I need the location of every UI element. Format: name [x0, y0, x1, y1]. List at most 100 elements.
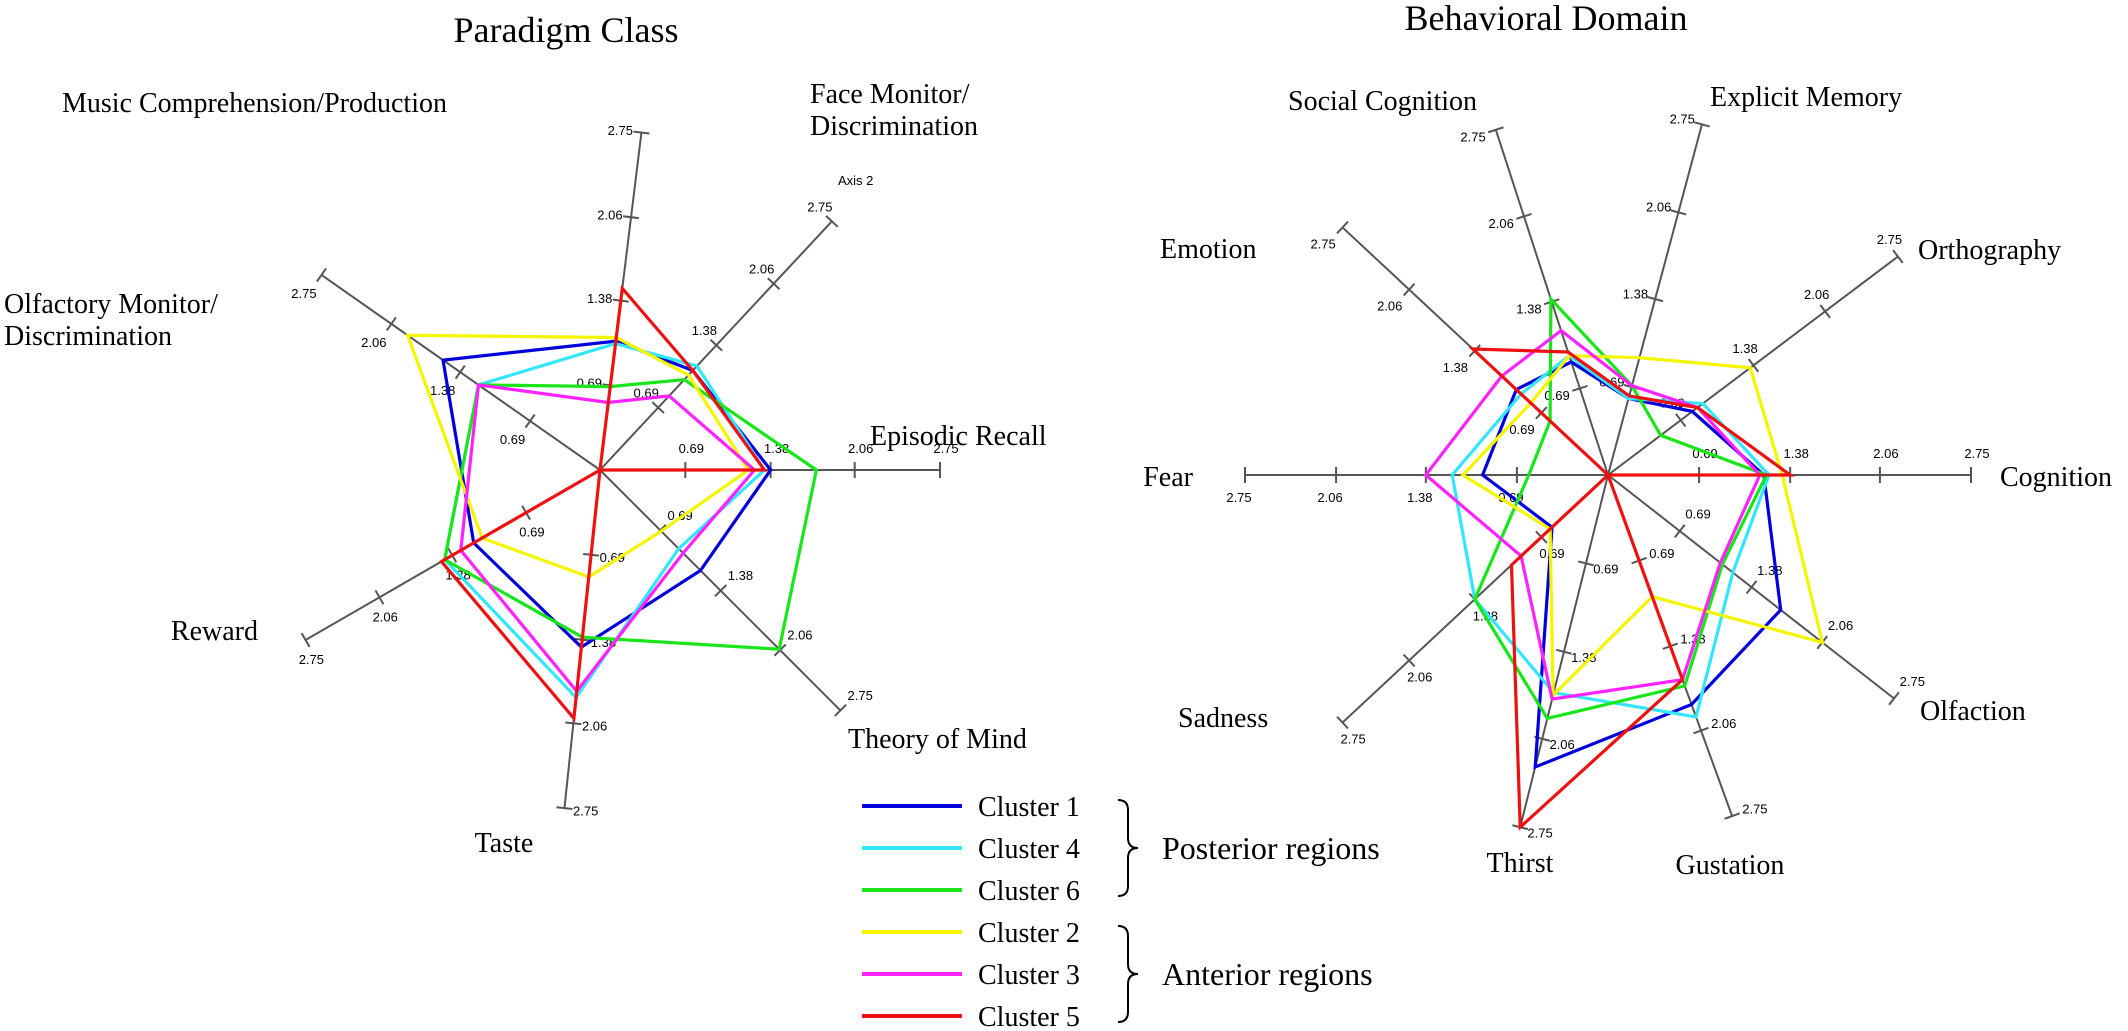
tick-mark: [1647, 296, 1664, 303]
tick-label: 2.75: [933, 441, 958, 456]
tick-mark: [1724, 812, 1741, 820]
tick-mark: [1402, 653, 1416, 667]
tick-label: 2.75: [1460, 130, 1485, 145]
axis-sublabel: Axis 2: [838, 173, 873, 188]
tick-label: 0.69: [577, 376, 602, 391]
tick-label: 2.75: [1670, 112, 1695, 127]
tick-label: 0.69: [1593, 562, 1618, 577]
tick-label: 2.75: [1226, 490, 1251, 505]
tick-label: 1.38: [728, 568, 753, 583]
tick-label: 2.75: [291, 286, 316, 301]
axis-label-reward: Reward: [171, 616, 258, 647]
tick-mark: [714, 584, 728, 598]
axis-label-gustation: Gustation: [1676, 850, 1785, 881]
series-cluster-3: [459, 383, 757, 694]
tick-mark: [1888, 691, 1900, 706]
tick-mark: [1516, 212, 1532, 220]
tick-label: 2.75: [608, 123, 633, 138]
tick-label: 2.75: [299, 652, 324, 667]
axis-label-emotion: Emotion: [1160, 234, 1256, 265]
tick-mark: [1577, 560, 1594, 567]
tick-mark: [825, 215, 839, 228]
tick-label: 2.06: [787, 628, 812, 643]
legend-label-cluster-4: Cluster 4: [978, 834, 1080, 865]
tick-label: 2.06: [1711, 716, 1736, 731]
series-cluster-1: [441, 339, 773, 650]
tick-mark: [1693, 726, 1709, 735]
tick-label: 0.69: [500, 432, 525, 447]
tick-label: 2.75: [1310, 237, 1335, 252]
tick-label: 2.06: [1828, 618, 1853, 633]
tick-label: 2.06: [848, 441, 873, 456]
tick-label: 2.06: [1804, 287, 1829, 302]
tick-label: 1.38: [1571, 650, 1596, 665]
legend-label-cluster-1: Cluster 1: [978, 792, 1080, 823]
tick-mark: [1571, 384, 1588, 392]
legend-group-brace: [1117, 925, 1139, 1023]
tick-label: 2.75: [1964, 446, 1989, 461]
tick-label: 2.75: [1527, 826, 1552, 841]
tick-label: 1.38: [1757, 563, 1782, 578]
tick-mark: [565, 721, 582, 726]
tick-mark: [556, 806, 573, 810]
tick-mark: [1670, 209, 1687, 216]
axis-label-orthography: Orthography: [1918, 235, 2061, 266]
tick-mark: [767, 277, 781, 290]
tick-mark: [1747, 358, 1760, 373]
axis-label-olfactory-monitor-discrimination: Olfactory Monitor/Discrimination: [4, 289, 218, 352]
tick-mark: [709, 339, 723, 352]
tick-label: 0.69: [679, 441, 704, 456]
radar-chart-paradigm-class: Paradigm Class 0.69 1.38 2.06 2.75 0.69 1.38 2…: [4, 10, 1047, 859]
tick-label: 2.06: [1489, 216, 1514, 231]
tick-label: 2.06: [1873, 446, 1898, 461]
legend-label-cluster-3: Cluster 3: [978, 960, 1080, 991]
tick-mark: [1675, 413, 1687, 428]
tick-mark: [1402, 283, 1416, 297]
tick-mark: [633, 130, 650, 135]
axis-label-theory-of-mind: Theory of Mind: [848, 724, 1027, 755]
axis-label-face-monitor-discrimination: Face Monitor/Discrimination: [810, 79, 978, 142]
axis-label-olfaction: Olfaction: [1920, 696, 2026, 727]
legend-group-brace: [1117, 799, 1139, 897]
tick-label: 2.75: [573, 803, 598, 818]
tick-label: 2.06: [1317, 490, 1342, 505]
tick-label: 2.06: [1377, 299, 1402, 314]
tick-label: 1.38: [1516, 302, 1541, 317]
axis-label-explicit-memory: Explicit Memory: [1710, 82, 1902, 113]
axis-label-fear: Fear: [1143, 462, 1193, 493]
tick-mark: [300, 632, 311, 648]
tick-label: 1.38: [430, 383, 455, 398]
tick-label: 1.38: [1732, 341, 1757, 356]
tick-mark: [1674, 524, 1686, 538]
tick-label: 2.75: [1340, 732, 1365, 747]
tick-mark: [1336, 220, 1349, 234]
axis-label-sadness: Sadness: [1178, 703, 1268, 734]
tick-label: 1.38: [764, 441, 789, 456]
tick-label: 0.69: [1544, 388, 1569, 403]
tick-label: 0.69: [519, 525, 544, 540]
tick-label: 2.75: [807, 199, 832, 214]
tick-label: 2.06: [1549, 737, 1574, 752]
axis-label-thirst: Thirst: [1487, 848, 1554, 879]
tick-label: 2.75: [1877, 232, 1902, 247]
tick-mark: [1336, 716, 1349, 730]
tick-mark: [1555, 648, 1572, 655]
tick-label: 2.06: [597, 208, 622, 223]
tick-mark: [524, 413, 536, 429]
legend-group-label-posterior-regions: Posterior regions: [1162, 830, 1380, 866]
series-cluster-2: [1460, 354, 1825, 700]
chart-title: Paradigm Class: [454, 10, 679, 50]
series-cluster-2: [405, 333, 751, 579]
tick-mark: [316, 267, 327, 283]
legend-label-cluster-2: Cluster 2: [978, 918, 1080, 949]
tick-mark: [374, 589, 385, 605]
axis-label-episodic-recall: Episodic Recall: [870, 421, 1047, 452]
tick-label: 2.06: [361, 335, 386, 350]
tick-label: 0.69: [667, 508, 692, 523]
tick-label: 2.75: [1900, 674, 1925, 689]
tick-mark: [385, 316, 397, 332]
tick-mark: [651, 401, 665, 414]
